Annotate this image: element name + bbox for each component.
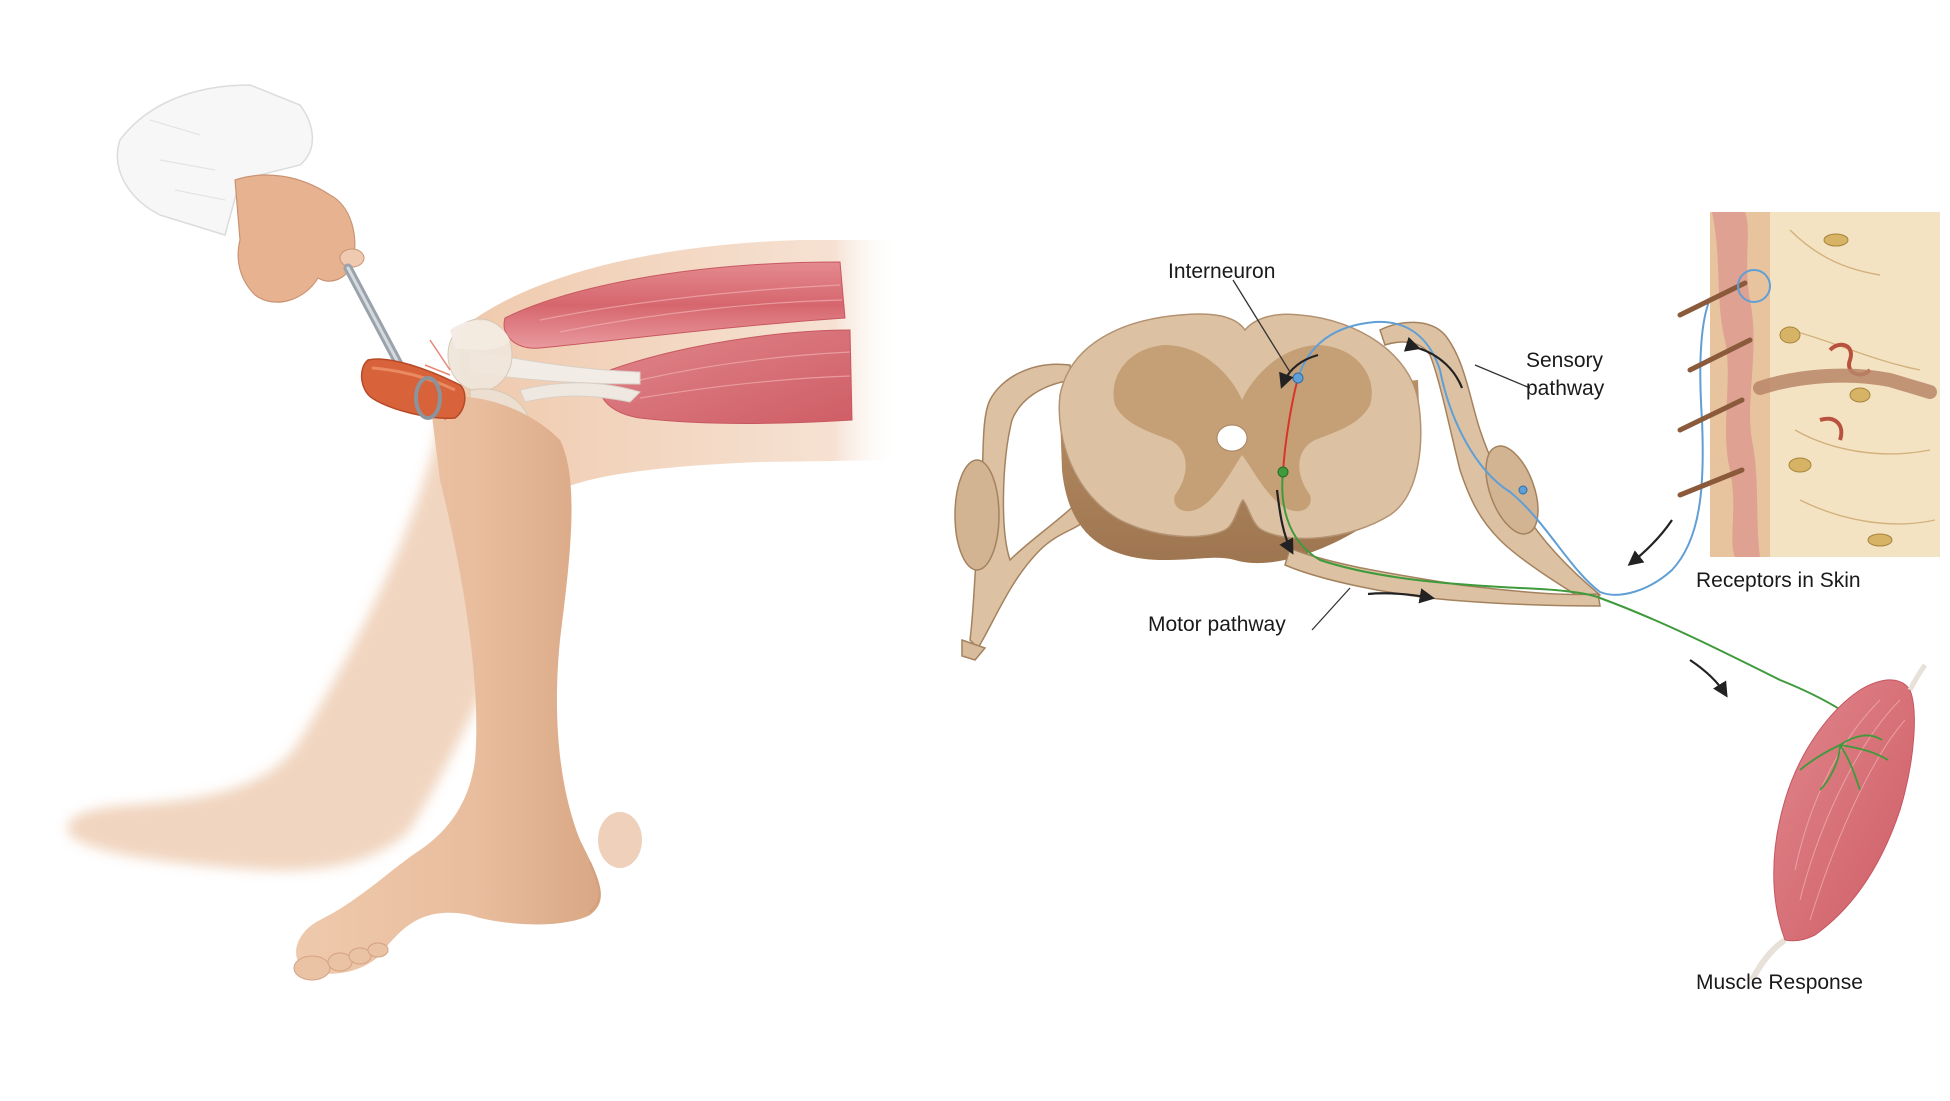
- skin-receptors-inset: [1677, 212, 1940, 557]
- spinal-cord-diagram: [954, 279, 1911, 763]
- muscle-response-illustration: [1749, 663, 1928, 982]
- spinal-cord-gray-matter: [1113, 345, 1372, 512]
- interneuron-line: [1282, 377, 1299, 473]
- right-nerve-roots: [1284, 321, 1602, 607]
- sleeve: [116, 84, 314, 236]
- arrow-icon: [1275, 336, 1728, 698]
- sensory-pathway-label-line2: pathway: [1526, 377, 1605, 400]
- muscle-response-label: Muscle Response: [1696, 971, 1863, 994]
- examiner-hand: [116, 84, 466, 420]
- reflex-hammer-icon: [343, 263, 466, 420]
- motor-pathway-label: Motor pathway: [1148, 613, 1286, 636]
- patellar-tendon: [469, 349, 641, 385]
- sensory-pathway-label-line1: Sensory: [1526, 349, 1604, 372]
- receptors-in-skin-label: Receptors in Skin: [1696, 569, 1861, 592]
- leg-illustration: [67, 240, 900, 981]
- lower-leg: [296, 396, 601, 974]
- sensory-pathway-line: [1297, 281, 1746, 596]
- left-nerve-roots: [954, 363, 1091, 661]
- muscle-belly: [1773, 679, 1915, 942]
- hand-icon: [234, 174, 356, 303]
- central-canal: [1216, 424, 1248, 452]
- hamstring-muscle: [599, 329, 853, 425]
- interneuron-label: Interneuron: [1168, 260, 1276, 283]
- motion-blur-leg: [67, 420, 560, 871]
